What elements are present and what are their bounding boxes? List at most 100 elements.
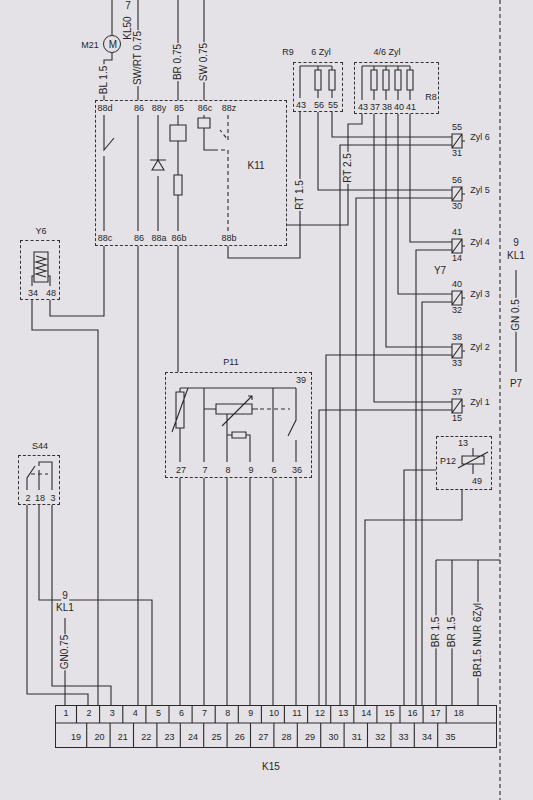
- injector-coil: [452, 344, 465, 358]
- pin-number: K15: [262, 762, 280, 772]
- terminal-label: KL1: [506, 251, 526, 261]
- pin-number: Zyl 2: [470, 343, 490, 352]
- pin-number: 4/6 Zyl: [373, 48, 400, 57]
- wire: [410, 114, 430, 242]
- ground-wire: [436, 560, 500, 705]
- wire: [332, 112, 430, 137]
- pin-number: 7: [202, 466, 207, 475]
- wire: [228, 112, 300, 258]
- pin-number: 38: [452, 333, 462, 342]
- pin-number: M21: [81, 41, 99, 50]
- wire-label: KL50: [123, 15, 133, 40]
- pin-number: 35: [445, 733, 455, 742]
- wire: [386, 114, 430, 347]
- wire: [39, 505, 152, 705]
- wire-label: GN 0.5: [511, 298, 521, 332]
- switch-symbol: [27, 462, 52, 490]
- wire: [226, 478, 227, 705]
- pin-number: 88c: [98, 234, 113, 243]
- solenoid-valve: Y63448: [20, 240, 60, 300]
- pin-number: 2: [25, 494, 30, 503]
- pin-number: 13: [338, 709, 348, 718]
- pin-number: 3: [50, 494, 55, 503]
- pin-number: 88y: [152, 104, 167, 113]
- resistor-symbol: [174, 175, 182, 231]
- pin-number: 15: [452, 414, 462, 423]
- pin-number: Zyl 3: [470, 290, 490, 299]
- wire-label: BR 1.5: [431, 616, 441, 649]
- connector-block: 1234567891011121314151617181920212223242…: [55, 705, 497, 748]
- pin-number: 48: [46, 289, 56, 298]
- wire-label: GN0.75: [60, 634, 70, 670]
- terminal-label: KL1: [55, 603, 75, 613]
- pin-number: 9: [248, 709, 253, 718]
- injector-lead: [430, 347, 452, 355]
- terminal-label: P7: [509, 379, 523, 389]
- wire: [356, 198, 430, 705]
- wire: [203, 478, 204, 705]
- pin-number: 55: [452, 123, 462, 132]
- pin-number: 34: [422, 733, 432, 742]
- wire: [365, 490, 462, 705]
- terminal-label: 7: [124, 1, 132, 11]
- pin-number: 41: [452, 228, 462, 237]
- pin-number: 11: [292, 709, 301, 718]
- pin-number: Y6: [35, 227, 46, 236]
- mechanical-link: [260, 408, 290, 409]
- wire: [319, 410, 430, 705]
- pin-number: 6 Zyl: [311, 48, 331, 57]
- wire-label: BL 1.5: [99, 65, 109, 96]
- pin-number: 43: [296, 101, 306, 110]
- pin-number: P11: [223, 358, 238, 367]
- wire: [416, 250, 430, 705]
- pin-number: 10: [269, 709, 279, 718]
- injector-valve: 41Zyl 4 14: [430, 228, 494, 264]
- switch-box: S442183: [18, 455, 60, 505]
- resistor-symbol: [300, 66, 335, 98]
- wire: [326, 355, 430, 705]
- pin-number: 14: [452, 254, 462, 263]
- pin-number: 37: [370, 103, 380, 112]
- pin-number: 55: [328, 101, 338, 110]
- wire: [422, 302, 430, 705]
- wire: [177, 246, 178, 372]
- pin-number: 41: [406, 103, 416, 112]
- wire: [398, 114, 430, 294]
- pin-number: 32: [375, 733, 385, 742]
- pin-number: 21: [118, 733, 128, 742]
- pin-number: Zyl 4: [470, 238, 490, 247]
- pin-number: R9: [282, 48, 294, 57]
- motor-symbol: MM21: [103, 35, 121, 53]
- pin-number: 49: [472, 477, 482, 486]
- relay-coil: [198, 115, 214, 150]
- wire-label: SW 0.75: [199, 42, 209, 82]
- wire: [272, 478, 273, 705]
- wire: [111, 0, 112, 35]
- pin-number: R8: [425, 93, 437, 102]
- pin-number: 24: [188, 733, 198, 742]
- pin-number: 30: [452, 202, 462, 211]
- pin-number: 31: [352, 733, 362, 742]
- pin-number: 7: [202, 709, 207, 718]
- pin-number: 6: [179, 709, 184, 718]
- pin-number: 27: [258, 733, 268, 742]
- terminal-label: 9: [61, 591, 69, 601]
- relay-box: 88d8688y8586c88zK1188c8688a86b88b: [95, 100, 287, 246]
- pin-number: Zyl 1: [470, 398, 490, 407]
- pin-number: 3: [110, 709, 115, 718]
- pin-number: 25: [211, 733, 221, 742]
- pin-number: 14: [361, 709, 371, 718]
- pin-number: 26: [235, 733, 245, 742]
- terminal-label: 9: [512, 238, 520, 248]
- terminal-label: Y7: [433, 266, 447, 276]
- injector-coil: [452, 239, 465, 253]
- temperature-sensor: 13P1249: [436, 436, 492, 490]
- injector-lead: [430, 137, 452, 145]
- pin-number: Zyl 5: [470, 186, 490, 195]
- pin-number: 9: [248, 466, 253, 475]
- pin-number: 16: [407, 709, 417, 718]
- injector-coil: [452, 399, 465, 413]
- wire-label: SW/RT 0.75: [133, 30, 143, 86]
- pin-number: 18: [35, 494, 45, 503]
